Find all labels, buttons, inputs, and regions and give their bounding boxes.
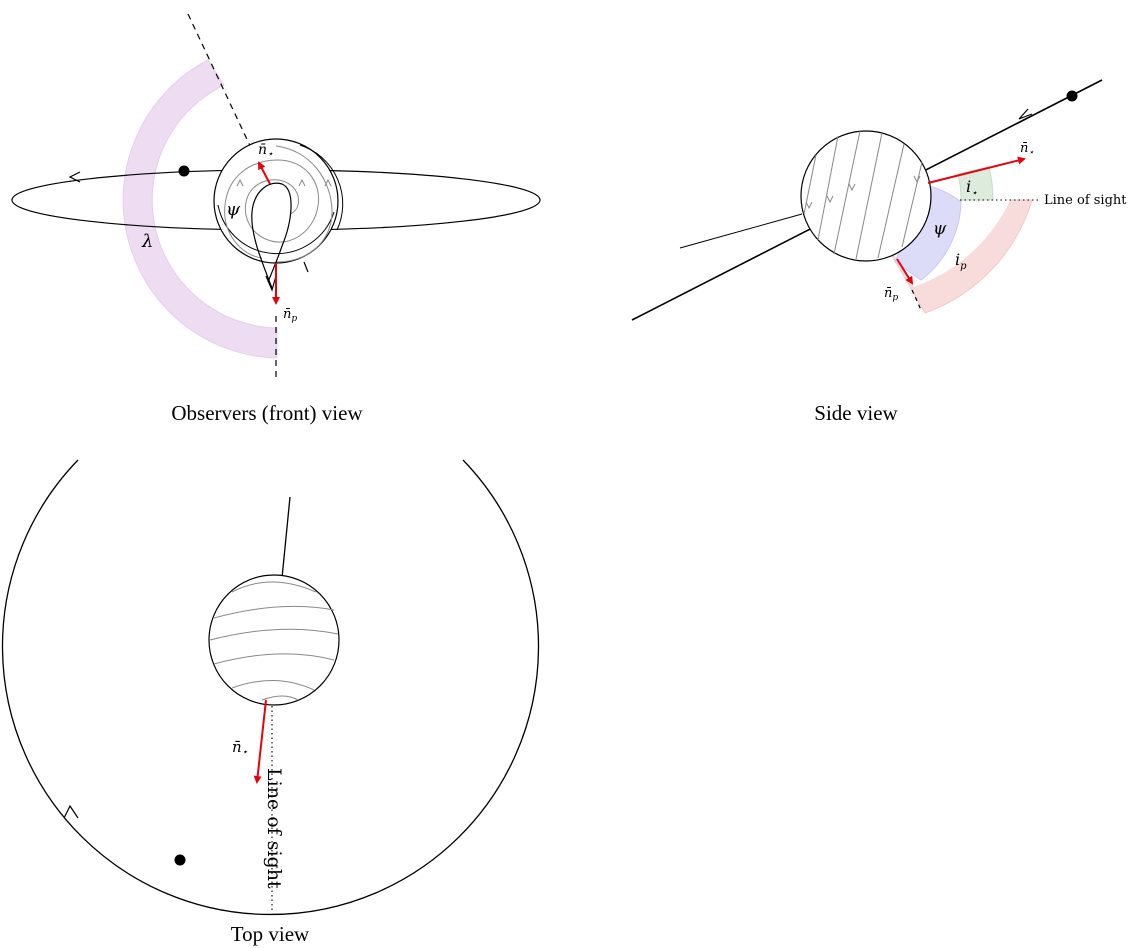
top-orbit-direction-icon <box>63 804 79 819</box>
side-n-p-label: n̄p <box>884 286 898 303</box>
front-n-star-label: n̄⋆ <box>258 142 273 160</box>
front-psi-arrow-icon <box>265 275 277 292</box>
front-lambda-label: λ <box>141 231 153 252</box>
side-back-line <box>679 213 803 249</box>
front-star-spiral-stripe-outer <box>275 145 333 263</box>
side-star-stripe <box>901 161 923 248</box>
top-star-stripe <box>209 628 339 641</box>
top-spin-axis-line <box>281 496 291 579</box>
side-star-circle <box>800 130 932 262</box>
stripe-arrow-icon <box>848 183 856 192</box>
front-tick <box>303 261 309 273</box>
stripe-arrow-icon <box>298 178 306 187</box>
side-n-p-vector <box>896 258 914 285</box>
front-psi-loop <box>251 182 292 289</box>
side-psi-label: ψ <box>933 219 947 239</box>
side-i-star-label: i⋆ <box>966 177 977 199</box>
front-planet-marker <box>178 165 190 177</box>
front-n-p-label: n̄p <box>283 307 297 324</box>
side-orbit-direction-icon <box>1018 108 1033 120</box>
top-star-stripe <box>213 605 335 619</box>
side-star-stripe <box>803 154 817 215</box>
top-star-stripe <box>261 695 299 701</box>
front-view-panel: n̄⋆ n̄p ψ λ Observers (front) view <box>11 13 541 425</box>
front-orbit-direction-icon <box>68 171 81 183</box>
side-i-p-label: ip <box>955 250 967 272</box>
top-n-star-label: n̄⋆ <box>232 738 248 758</box>
front-n-star-vector <box>258 161 271 185</box>
side-n-star-vector <box>927 156 1026 184</box>
top-n-star-vector <box>253 699 267 784</box>
front-view-caption: Observers (front) view <box>171 401 363 425</box>
psi-wedge-fill <box>894 184 962 281</box>
side-star-stripe <box>855 132 883 260</box>
side-star-stripe <box>877 143 905 259</box>
top-line-of-sight-label: Line of sight <box>263 768 285 889</box>
side-n-star-label: n̄⋆ <box>1020 141 1034 158</box>
side-star-stripe <box>833 130 861 255</box>
lambda-angle-band <box>122 59 278 359</box>
side-view-panel: Line of sight n̄⋆ n̄p ψ i⋆ ip Side view <box>631 79 1127 425</box>
top-star-stripe <box>231 680 315 691</box>
stripe-arrow-icon <box>236 178 244 187</box>
stripe-arrow-icon <box>913 175 921 184</box>
projected-axis-dashed-upper <box>187 13 253 151</box>
side-planet-marker <box>1066 90 1078 102</box>
top-orbit-arc <box>1 459 540 916</box>
top-star-circle <box>208 574 340 706</box>
top-view-panel: Line of sight n̄⋆ Top view <box>1 459 540 946</box>
stripe-arrow-icon <box>826 195 834 204</box>
stripe-arrow-icon <box>805 201 813 210</box>
top-star-stripe <box>231 581 317 593</box>
side-line-of-sight-label: Line of sight <box>1044 193 1127 208</box>
top-star-stripe <box>213 653 335 665</box>
top-planet-marker <box>174 854 186 866</box>
front-star-spiral-stripe <box>224 159 320 259</box>
side-view-caption: Side view <box>814 401 898 425</box>
front-star-limb-shadow-2 <box>299 144 344 231</box>
side-star-stripe <box>817 135 839 241</box>
stripe-arrow-icon <box>324 178 332 187</box>
front-psi-label: ψ <box>226 199 241 220</box>
top-view-caption: Top view <box>231 922 310 946</box>
